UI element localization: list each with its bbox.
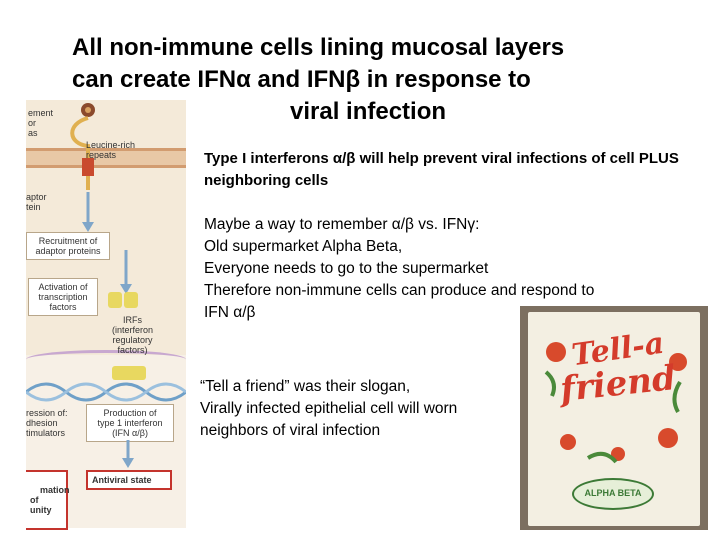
flower-decoration-icon: [544, 342, 687, 464]
antiviral-text: Antiviral state: [92, 475, 152, 485]
edge-label-mid: aptor tein: [26, 192, 47, 212]
para2-line-4: Therefore non-immune cells can produce a…: [204, 282, 595, 299]
title-line-3: viral infection: [290, 98, 447, 125]
para3-line-1: “Tell a friend” was their slogan,: [200, 378, 411, 395]
activation-box: Activation of transcription factors: [28, 278, 98, 316]
matchbook-photo: Tell-a friend ALPHA BETA: [520, 306, 708, 530]
irfs-label: IRFs (interferon regulatory factors): [112, 315, 154, 355]
irf-icon: [108, 292, 138, 308]
antiviral-state-box: Antiviral state: [86, 470, 172, 490]
para2-line-5: IFN α/β: [204, 304, 256, 321]
arrow-down-icon: [120, 250, 132, 294]
recruitment-box: Recruitment of adaptor proteins: [26, 232, 110, 260]
cell-membrane: [26, 148, 186, 168]
title-line-2: can create IFNα and IFNβ in response to: [72, 66, 531, 93]
recruitment-text: Recruitment of adaptor proteins: [35, 236, 101, 256]
slide-title: All non-immune cells lining mucosal laye…: [72, 32, 672, 128]
receptor-icon: [70, 103, 95, 232]
activation-text: Activation of transcription factors: [38, 282, 88, 312]
edge-label-top: ement or as: [28, 108, 54, 138]
immunity-box: mation of unity: [26, 470, 70, 530]
production-box: Production of type 1 interferon (IFN α/β…: [86, 404, 174, 442]
paragraph-1: Type I interferons α/β will help prevent…: [204, 150, 679, 189]
immunity-text: mation of unity: [30, 485, 70, 515]
para3-line-3: neighbors of viral infection: [200, 422, 381, 439]
tell-a-friend-logo: Tell-a friend: [554, 326, 682, 410]
paragraph-2: Maybe a way to remember α/β vs. IFNγ: Ol…: [204, 214, 704, 324]
para2-line-2: Old supermarket Alpha Beta,: [204, 238, 403, 255]
tlr-signaling-diagram: ement or as aptor tein Leucine-rich repe…: [26, 100, 186, 530]
expression-label: ression of: dhesion timulators: [26, 408, 68, 438]
nuclear-membrane: [26, 350, 186, 369]
alpha-beta-brand-badge: ALPHA BETA: [572, 478, 654, 510]
title-line-1: All non-immune cells lining mucosal laye…: [72, 34, 565, 61]
dna-icon: [26, 366, 186, 402]
production-text: Production of type 1 interferon (IFN α/β…: [97, 408, 163, 438]
paragraph-3: “Tell a friend” was their slogan, Virall…: [200, 376, 520, 442]
para2-line-1: Maybe a way to remember α/β vs. IFNγ:: [204, 216, 480, 233]
para3-line-2: Virally infected epithelial cell will wo…: [200, 400, 458, 417]
arrow-down-icon-2: [122, 440, 134, 468]
matchbook-cover: Tell-a friend ALPHA BETA: [528, 312, 700, 526]
para2-line-3: Everyone needs to go to the supermarket: [204, 260, 489, 277]
leucine-repeats-label: Leucine-rich repeats: [86, 140, 136, 160]
